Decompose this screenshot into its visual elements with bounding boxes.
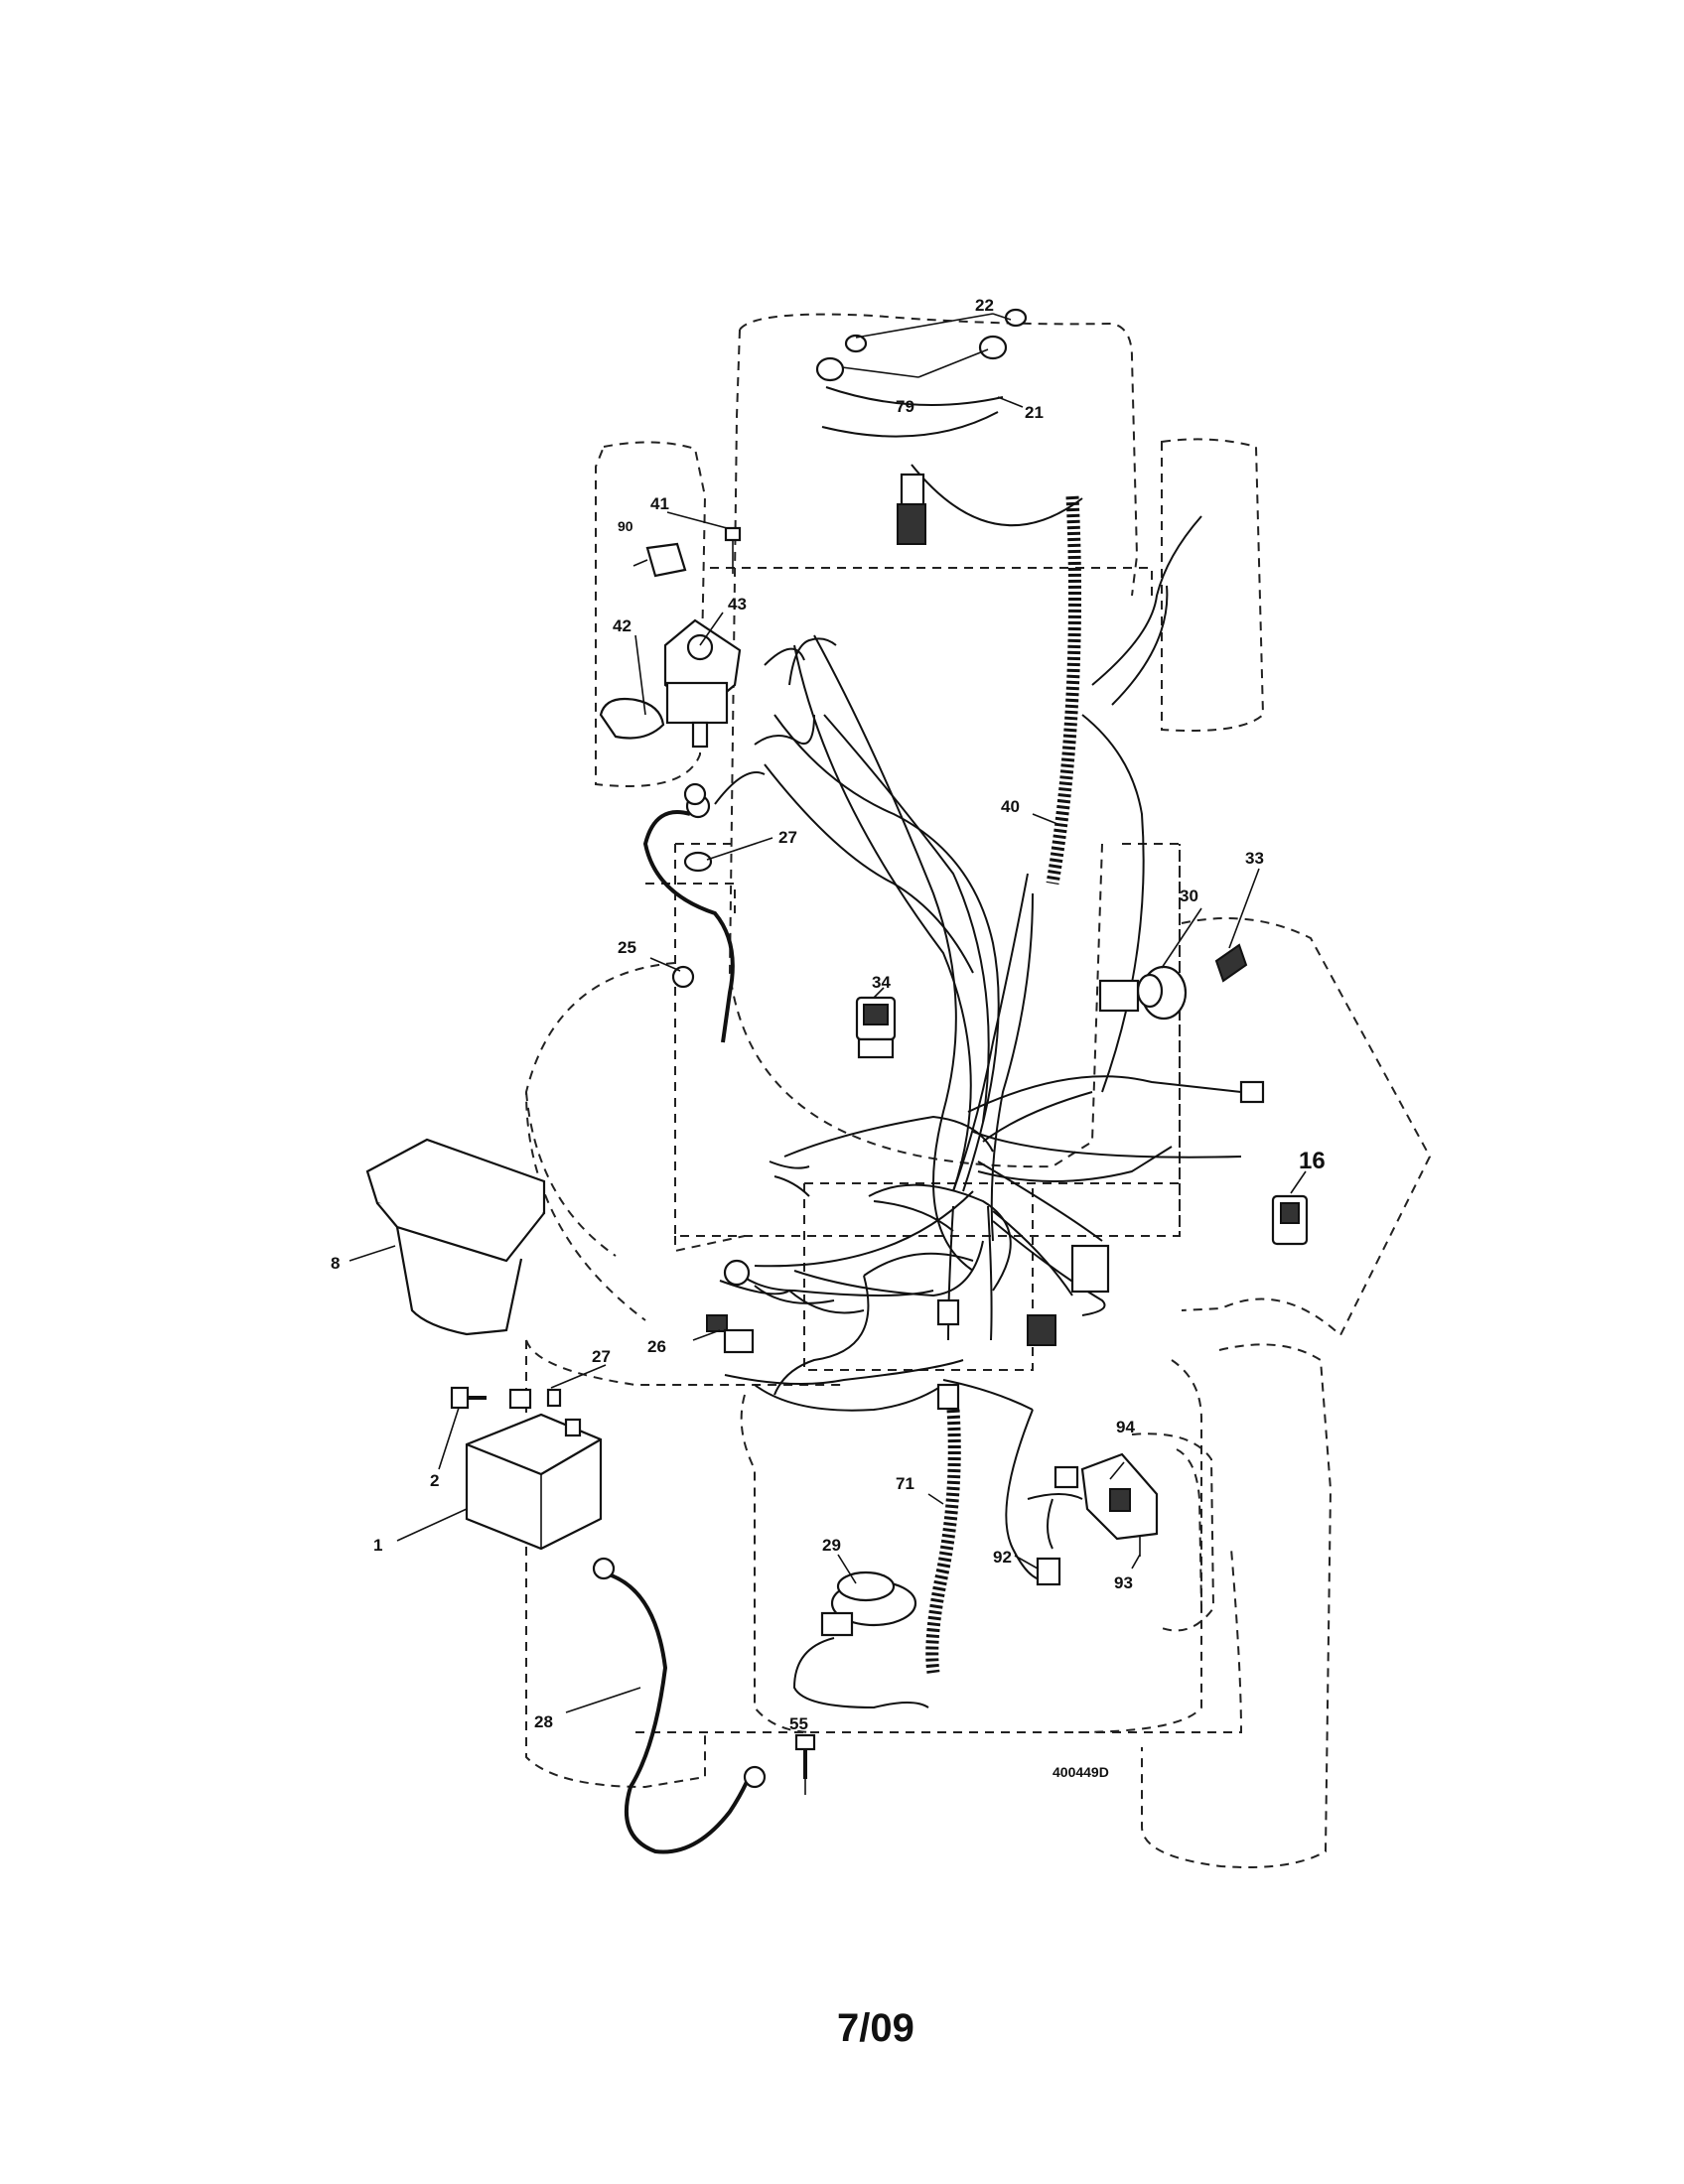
cable-terminal (671, 965, 695, 989)
drawing-number: 400449D (1052, 1764, 1109, 1780)
callout-41: 41 (650, 494, 669, 513)
callout-29: 29 (822, 1536, 841, 1555)
solenoid (663, 618, 742, 749)
tractor-outline (524, 313, 1432, 1868)
harness-plug-large (1070, 1244, 1110, 1294)
bolt (450, 1386, 487, 1410)
switch (855, 996, 897, 1059)
callout-92: 92 (993, 1548, 1012, 1567)
callout-22: 22 (975, 296, 994, 315)
fuse (706, 1314, 755, 1354)
wiring-harness (642, 386, 1242, 1709)
callout-2: 2 (430, 1471, 439, 1490)
callout-27-upper: 27 (778, 828, 797, 847)
callout-55: 55 (789, 1714, 808, 1733)
callout-43: 43 (728, 595, 747, 614)
battery-strap (508, 1388, 532, 1410)
callout-1: 1 (373, 1536, 382, 1555)
callout-94: 94 (1116, 1418, 1135, 1436)
ground-bolt (794, 1733, 816, 1795)
seat-switch (1080, 1452, 1159, 1541)
harness-plug (1239, 1080, 1265, 1104)
callouts: 22 79 21 41 90 43 42 27 40 33 30 25 34 1… (331, 296, 1326, 1733)
bulbs (815, 308, 1028, 382)
key-part (632, 542, 687, 578)
callout-40: 40 (1001, 797, 1020, 816)
leader-lines (349, 313, 1307, 1713)
callout-21: 21 (1025, 403, 1044, 422)
callout-71: 71 (896, 1474, 914, 1493)
callout-25: 25 (618, 938, 636, 957)
callout-28: 28 (534, 1712, 553, 1731)
nut-lower (546, 1388, 562, 1408)
battery-tray (365, 1138, 546, 1336)
ignition-switch (1098, 965, 1188, 1021)
callout-33: 33 (1245, 849, 1264, 868)
boot (599, 697, 665, 740)
harness-plug-small (936, 1298, 960, 1326)
screw (724, 526, 742, 574)
ignition-key (1214, 943, 1248, 983)
ground-cable (592, 1557, 767, 1854)
relay (1271, 1194, 1309, 1246)
callout-26: 26 (647, 1337, 666, 1356)
harness-plug-small-2 (936, 1383, 960, 1411)
harness-plug-dark (1027, 1314, 1056, 1346)
date-code: 7/09 (837, 2006, 914, 2050)
callout-8: 8 (331, 1254, 340, 1273)
callout-93: 93 (1114, 1573, 1133, 1592)
seat-connector-2 (1053, 1465, 1079, 1489)
callout-42: 42 (613, 616, 632, 635)
harness-conduit (1046, 495, 1081, 886)
callout-34: 34 (872, 973, 891, 992)
callout-79: 79 (896, 397, 914, 416)
callout-90: 90 (618, 518, 633, 534)
battery (465, 1413, 603, 1551)
seat-connector (1036, 1557, 1061, 1586)
callout-27-lower: 27 (592, 1347, 611, 1366)
ring-terminal (723, 1259, 751, 1287)
callout-30: 30 (1180, 887, 1198, 905)
horn (820, 1570, 917, 1637)
callout-16: 16 (1299, 1148, 1326, 1174)
harness-conduit-lower (925, 1409, 961, 1674)
solenoid-terminal (683, 782, 707, 806)
headlight-connector (897, 473, 926, 545)
